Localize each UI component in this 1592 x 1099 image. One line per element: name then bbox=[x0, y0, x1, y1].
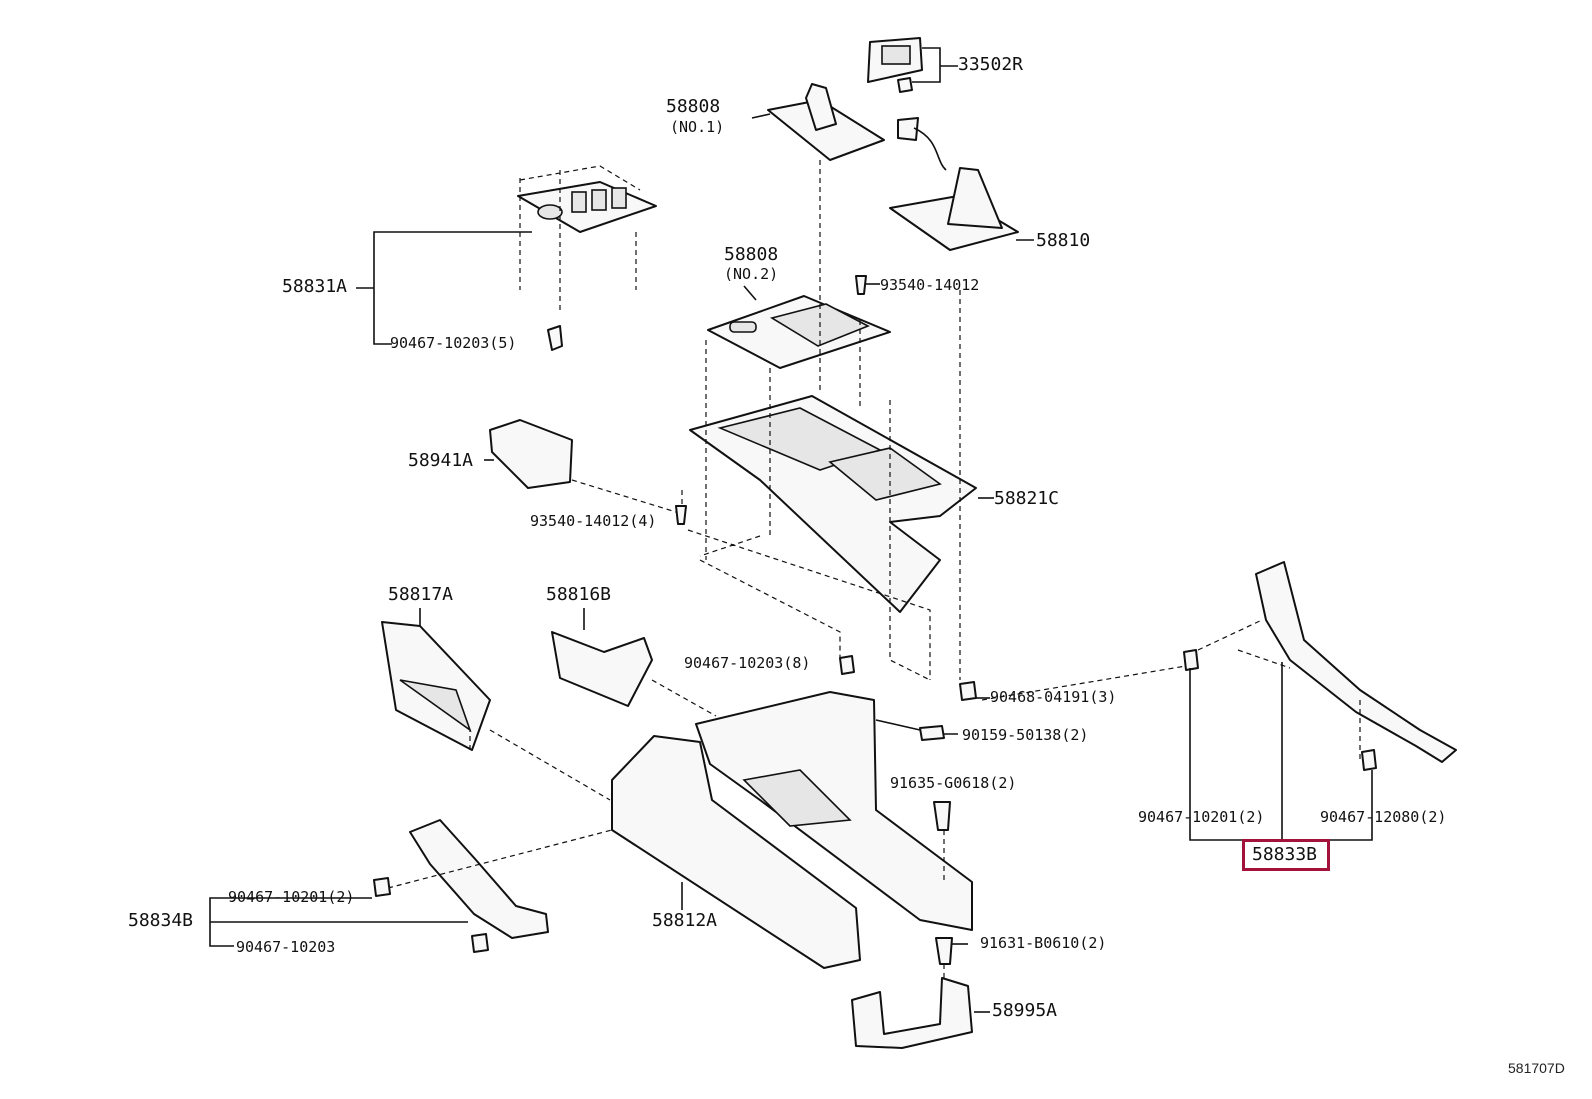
label-90467-12080-2[interactable]: 90467-12080(2) bbox=[1320, 808, 1447, 826]
label-90468-04191-3[interactable]: 90468-04191(3) bbox=[990, 688, 1117, 706]
part-58808-no2-bezel[interactable] bbox=[707, 295, 891, 369]
part-58812a-console-box[interactable] bbox=[611, 691, 973, 969]
part-clip-90468[interactable] bbox=[959, 681, 977, 701]
label-90467-10201-2-left[interactable]: 90467-10201(2) bbox=[228, 888, 355, 906]
label-90159-50138-2[interactable]: 90159-50138(2) bbox=[962, 726, 1089, 744]
label-58817a[interactable]: 58817A bbox=[388, 584, 454, 605]
label-58810[interactable]: 58810 bbox=[1036, 230, 1091, 251]
label-58808-no1[interactable]: 58808 bbox=[666, 96, 721, 117]
part-58831a-switch-panel[interactable] bbox=[517, 181, 657, 233]
part-clip-90467-8[interactable] bbox=[839, 655, 855, 675]
label-90467-10203-8[interactable]: 90467-10203(8) bbox=[684, 654, 811, 672]
label-93540-14012[interactable]: 93540-14012 bbox=[880, 276, 980, 294]
part-58941a-lid[interactable] bbox=[489, 419, 573, 489]
label-58808-no1-sub: (NO.1) bbox=[670, 118, 725, 136]
label-58995a[interactable]: 58995A bbox=[992, 1000, 1058, 1021]
part-58808-no1-boot[interactable] bbox=[767, 83, 885, 161]
label-58812a[interactable]: 58812A bbox=[652, 910, 718, 931]
part-screw-93540-4[interactable] bbox=[675, 505, 687, 525]
label-58833b[interactable]: 58833B bbox=[1252, 844, 1318, 865]
part-screw-93540-top[interactable] bbox=[855, 275, 867, 295]
part-screw-90159[interactable] bbox=[919, 725, 945, 741]
label-58816b[interactable]: 58816B bbox=[546, 584, 612, 605]
label-58834b[interactable]: 58834B bbox=[128, 910, 194, 931]
part-58834b-left-trim[interactable] bbox=[409, 819, 549, 939]
part-58817a-side-panel[interactable] bbox=[381, 621, 491, 751]
label-91631-b0610-2[interactable]: 91631-B0610(2) bbox=[980, 934, 1107, 952]
label-58821c[interactable]: 58821C bbox=[994, 488, 1060, 509]
part-58995a-bracket[interactable] bbox=[851, 977, 973, 1049]
diagram-code: 581707D bbox=[1508, 1060, 1565, 1076]
label-90467-10203[interactable]: 90467-10203 bbox=[236, 938, 336, 956]
label-93540-14012-4[interactable]: 93540-14012(4) bbox=[530, 512, 657, 530]
part-33502r-plate[interactable] bbox=[867, 37, 923, 93]
part-58821c-console-panel[interactable] bbox=[689, 395, 977, 613]
label-90467-10203-5[interactable]: 90467-10203(5) bbox=[390, 334, 517, 352]
label-58831a[interactable]: 58831A bbox=[282, 276, 348, 297]
label-33502r[interactable]: 33502R bbox=[958, 54, 1024, 75]
part-bolt-91635[interactable] bbox=[933, 801, 951, 831]
label-90467-10201-2-right[interactable]: 90467-10201(2) bbox=[1138, 808, 1265, 826]
part-58833b-right-trim[interactable] bbox=[1255, 561, 1457, 763]
label-58808-no2[interactable]: 58808 bbox=[724, 244, 779, 265]
part-58810-shift-bezel[interactable] bbox=[889, 117, 1019, 251]
highlight-box-58833b bbox=[1242, 839, 1330, 871]
label-58808-no2-sub: (NO.2) bbox=[724, 265, 779, 283]
label-58941a[interactable]: 58941A bbox=[408, 450, 474, 471]
part-58816b-bracket[interactable] bbox=[551, 631, 653, 707]
part-bolt-91631[interactable] bbox=[935, 937, 953, 965]
label-91635-g0618-2[interactable]: 91635-G0618(2) bbox=[890, 774, 1017, 792]
